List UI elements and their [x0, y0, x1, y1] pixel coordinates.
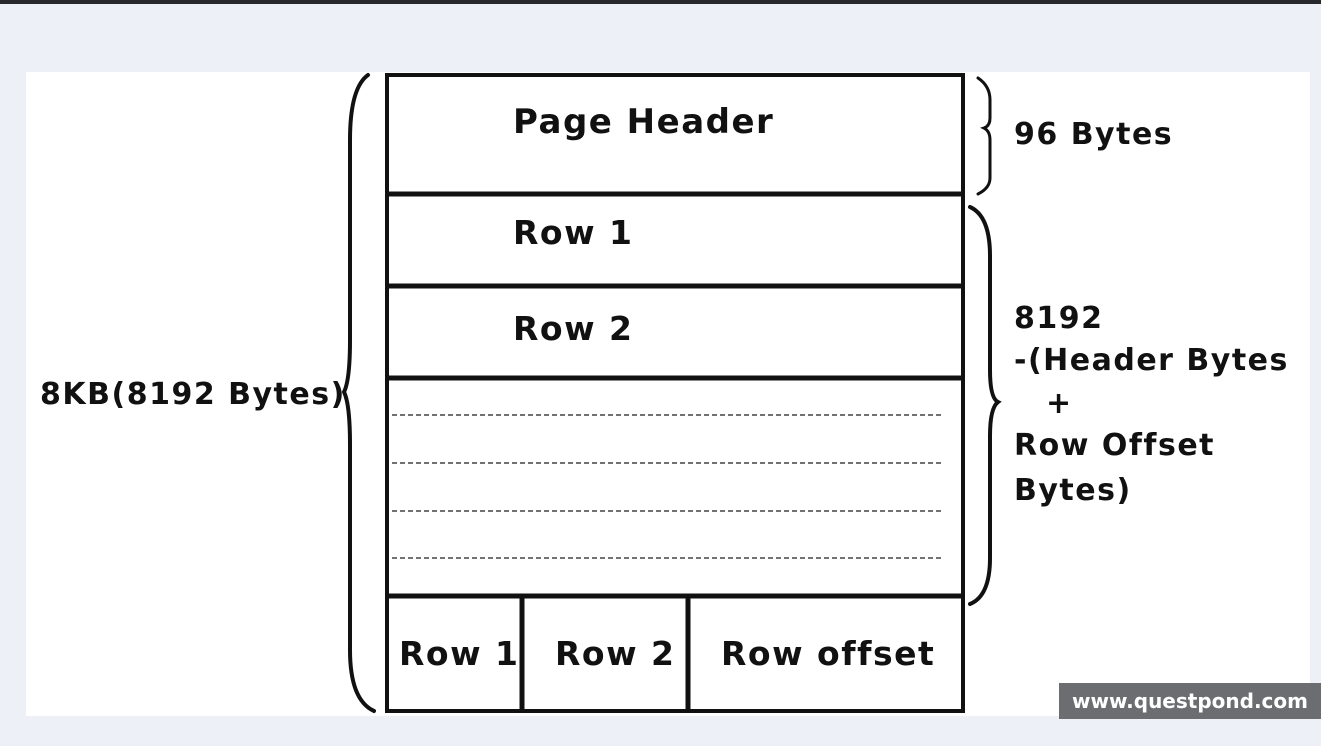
page-header-label: Page Header	[513, 102, 774, 142]
free-space-line4: Row Offset	[1014, 428, 1215, 463]
page-box	[385, 73, 965, 713]
total-size-label: 8KB(8192 Bytes)	[40, 377, 346, 412]
offset-row2-label: Row 2	[555, 634, 676, 673]
free-space-line3: +	[1046, 386, 1073, 421]
diagram-canvas	[26, 72, 1310, 716]
row2-label: Row 2	[513, 309, 634, 348]
offset-row1-label: Row 1	[399, 634, 520, 673]
header-size-label: 96 Bytes	[1014, 117, 1173, 152]
free-space-brace	[968, 205, 1002, 606]
free-space-line1: 8192	[1014, 301, 1104, 336]
watermark: www.questpond.com	[1059, 683, 1321, 719]
free-space-line5: Bytes)	[1014, 473, 1132, 508]
top-bar	[0, 0, 1321, 4]
free-space-line2: -(Header Bytes	[1014, 343, 1289, 378]
row1-label: Row 1	[513, 213, 634, 252]
left-brace	[341, 73, 376, 713]
header-brace	[976, 76, 992, 196]
row-offset-label: Row offset	[721, 634, 935, 673]
